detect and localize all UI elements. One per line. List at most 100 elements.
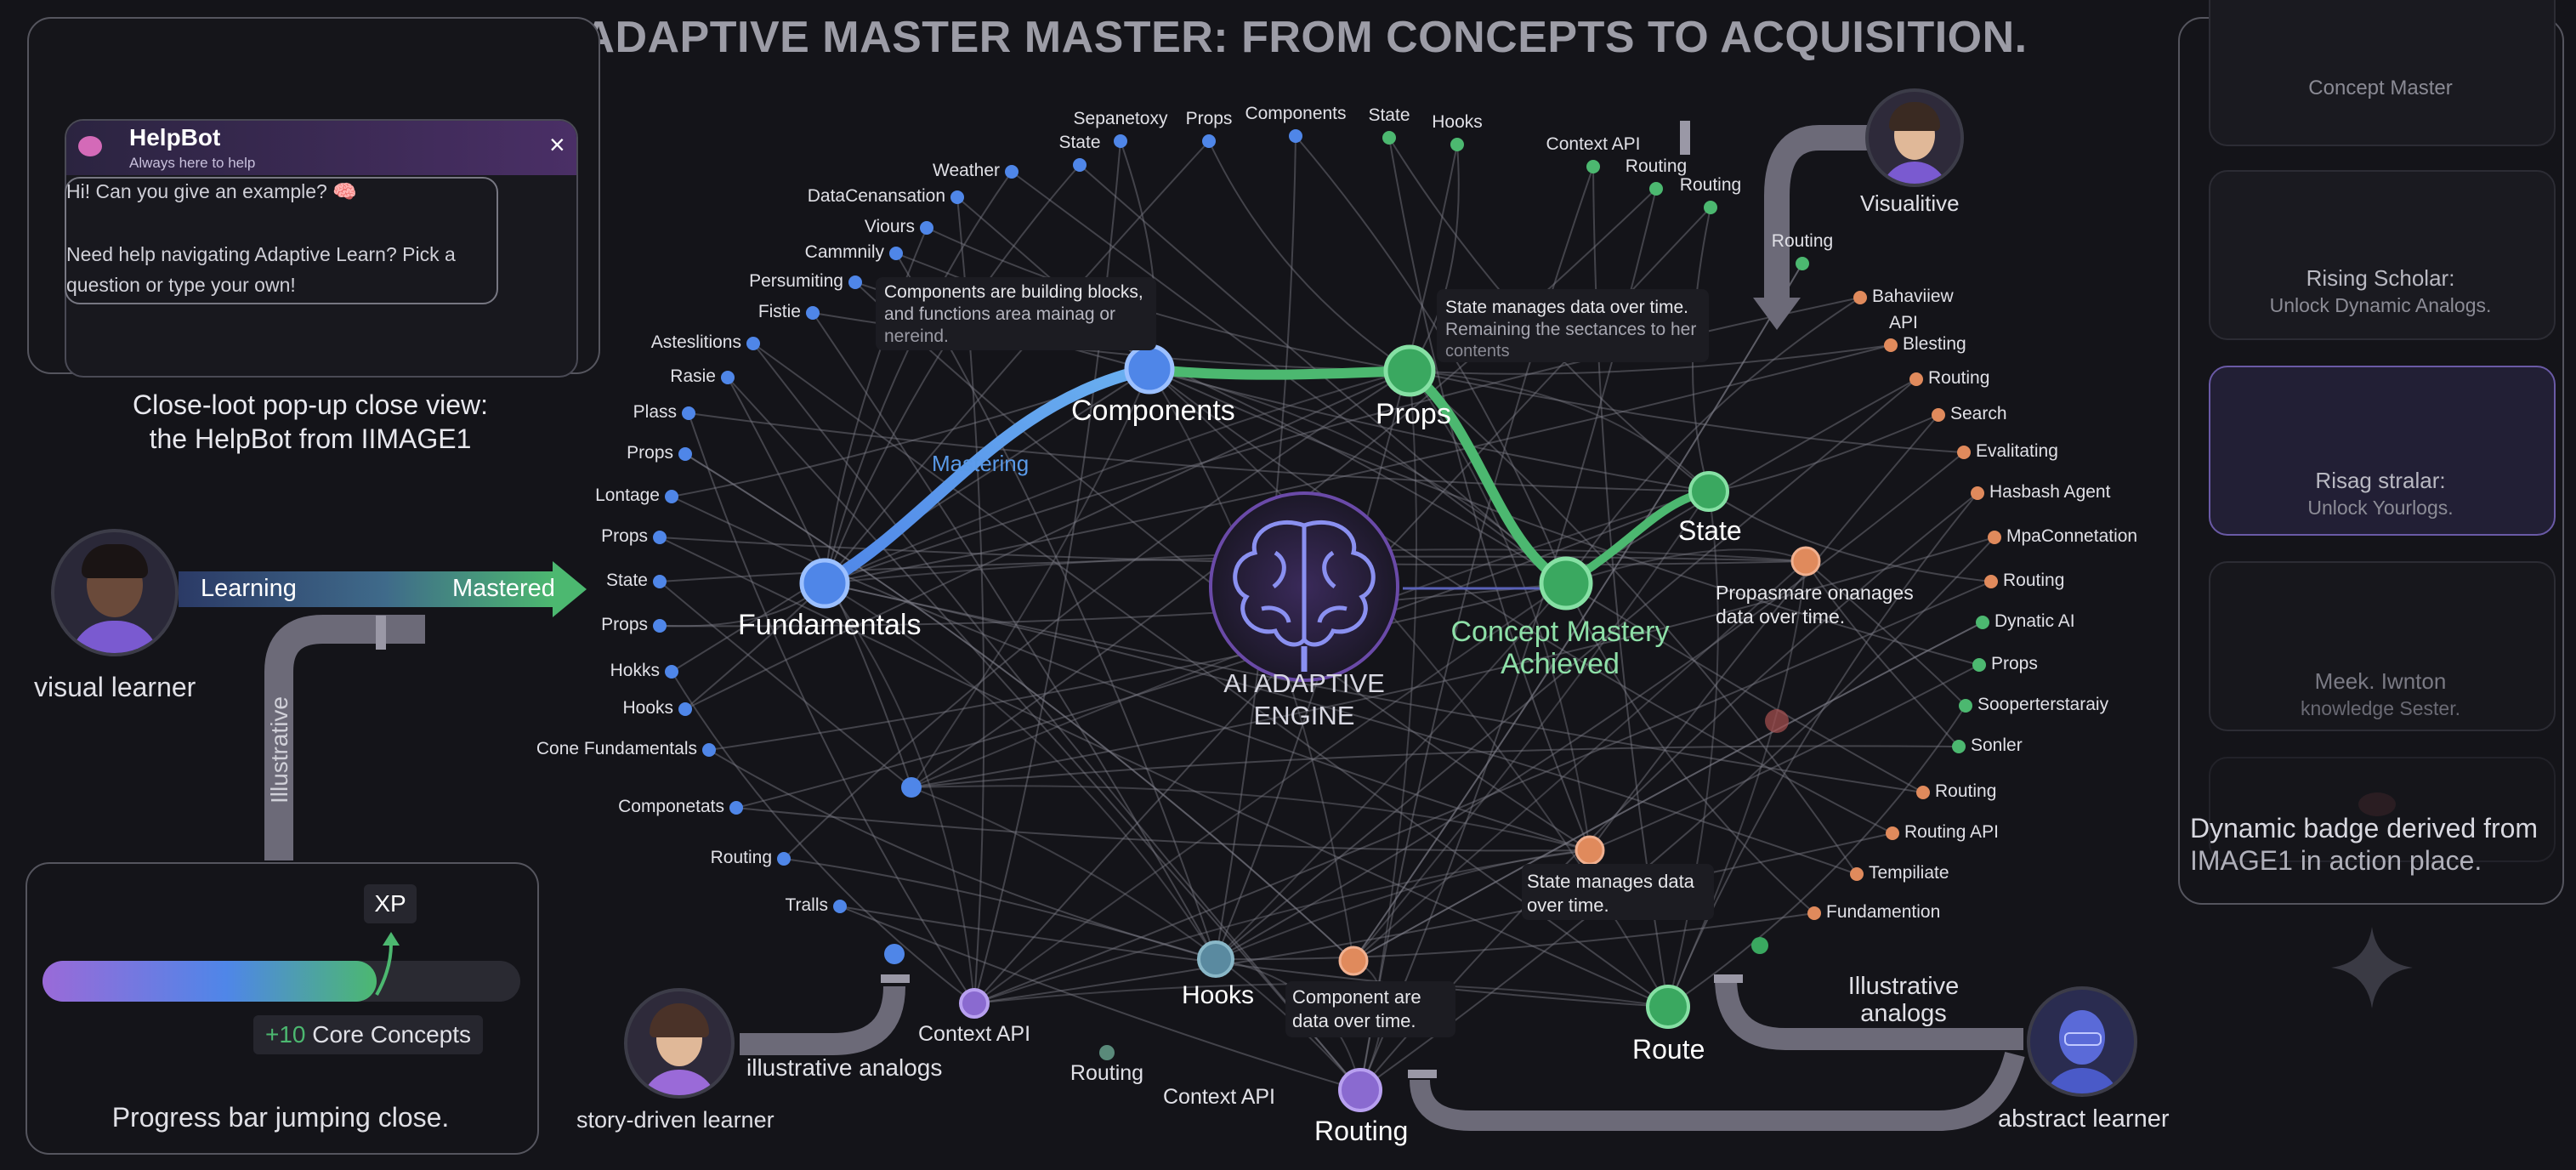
routing-node[interactable] — [1338, 1068, 1382, 1112]
right-node-label: Routing — [1928, 368, 1990, 388]
hooks-tooltip — [1285, 981, 1455, 1037]
helpbot-name: HelpBot — [129, 124, 221, 151]
peripheral-node[interactable] — [1976, 616, 1989, 629]
network-edge — [973, 832, 1893, 1004]
network-edge — [824, 582, 1858, 875]
small-blue-node[interactable] — [884, 944, 905, 964]
visual-learner-label: visual learner — [34, 672, 196, 702]
badge-card2-title: Rising Scholar: — [2306, 265, 2455, 291]
route-node[interactable] — [1646, 985, 1690, 1029]
peripheral-node[interactable] — [920, 221, 933, 235]
left-node-label: State — [605, 571, 648, 590]
peripheral-node[interactable] — [746, 337, 760, 350]
component-node[interactable] — [1338, 946, 1369, 976]
peripheral-node[interactable] — [1114, 134, 1127, 148]
peripheral-node[interactable] — [889, 247, 903, 260]
peripheral-node[interactable] — [1959, 699, 1972, 713]
context-api-node[interactable] — [959, 988, 990, 1019]
left-node-label: Viours — [864, 217, 915, 236]
peripheral-node[interactable] — [678, 447, 692, 461]
peripheral-node[interactable] — [1289, 129, 1302, 143]
peripheral-node[interactable] — [833, 900, 847, 913]
peripheral-node[interactable] — [1909, 372, 1923, 386]
peripheral-node[interactable] — [777, 852, 791, 866]
peripheral-node[interactable] — [721, 371, 735, 384]
peripheral-node[interactable] — [729, 801, 743, 815]
orange-node[interactable] — [1790, 546, 1821, 576]
abstract-path-label-line1: Illustrative — [1847, 973, 1960, 1000]
right-node-label: Routing — [1935, 781, 1997, 801]
peripheral-node[interactable] — [682, 406, 695, 420]
peripheral-node[interactable] — [1952, 740, 1966, 753]
helpbot-window[interactable] — [65, 119, 578, 378]
left-node-label: Fistie — [757, 302, 801, 321]
small-red-node[interactable] — [1765, 709, 1789, 733]
right-node-label: Props — [1991, 654, 2038, 673]
orange-node[interactable] — [1575, 835, 1605, 866]
network-edge — [1353, 560, 1807, 962]
peripheral-node[interactable] — [1807, 906, 1821, 920]
badge-card4-sub: knowledge Sester. — [2301, 697, 2460, 719]
peripheral-node[interactable] — [1957, 446, 1971, 459]
peripheral-node[interactable] — [1202, 134, 1216, 148]
peripheral-node[interactable] — [806, 306, 820, 320]
peripheral-node[interactable] — [702, 743, 716, 757]
peripheral-node[interactable] — [950, 190, 964, 204]
peripheral-node[interactable] — [1972, 658, 1986, 672]
props-node[interactable] — [1383, 344, 1436, 397]
network-edge — [854, 281, 1591, 851]
peripheral-node[interactable] — [1886, 826, 1899, 840]
gain-value: +10 — [264, 1021, 306, 1048]
network-edge — [735, 807, 1591, 852]
small-green-node[interactable] — [1751, 937, 1768, 954]
network-edge — [1149, 368, 1893, 834]
helpbot-header — [66, 121, 576, 175]
peripheral-node[interactable] — [1586, 160, 1600, 173]
network-edge — [1409, 370, 1710, 492]
peripheral-node[interactable] — [1382, 131, 1396, 145]
peripheral-node[interactable] — [1796, 257, 1809, 270]
story-learner-avatar — [624, 988, 735, 1099]
peripheral-node[interactable] — [665, 490, 678, 503]
badge-card-faded[interactable] — [2209, 757, 2556, 862]
peripheral-node[interactable] — [1984, 575, 1998, 588]
peripheral-node[interactable] — [653, 575, 667, 588]
peripheral-node[interactable] — [1850, 867, 1864, 881]
badge-card-risag-stralar[interactable] — [2209, 366, 2556, 536]
mastery-node[interactable] — [1539, 556, 1593, 611]
badge-card-knowledge[interactable] — [2209, 561, 2556, 731]
helpbot-close-button[interactable]: × — [549, 129, 565, 160]
peripheral-node[interactable] — [1073, 158, 1087, 172]
right-node-label: Blesting — [1903, 334, 1966, 354]
fundamentals-node[interactable] — [799, 558, 850, 609]
small-gray-node[interactable] — [1099, 1045, 1115, 1060]
peripheral-node[interactable] — [1971, 486, 1984, 500]
peripheral-node[interactable] — [1932, 408, 1945, 422]
peripheral-node[interactable] — [1916, 786, 1930, 799]
peripheral-node[interactable] — [1450, 138, 1464, 151]
peripheral-node[interactable] — [1704, 201, 1717, 214]
network-edge — [1353, 491, 1710, 962]
hooks-node[interactable] — [1197, 940, 1234, 978]
small-blue-node[interactable] — [901, 777, 922, 798]
badge-card-rising-scholar[interactable] — [2209, 170, 2556, 340]
components-tip-line1: Components are building blocks, — [884, 282, 1143, 302]
peripheral-node[interactable] — [1884, 338, 1898, 352]
peripheral-node[interactable] — [653, 531, 667, 544]
peripheral-node[interactable] — [653, 619, 667, 633]
badge-card-concept-master[interactable] — [2209, 0, 2556, 146]
components-node[interactable] — [1124, 344, 1175, 395]
peripheral-node[interactable] — [1005, 165, 1018, 179]
peripheral-node[interactable] — [678, 702, 692, 716]
helpbot-message-line3: question or type your own! — [66, 274, 296, 296]
peripheral-node[interactable] — [1988, 531, 2001, 544]
top-node-label: Hooks — [1432, 112, 1483, 132]
peripheral-node[interactable] — [1853, 291, 1867, 304]
peripheral-node[interactable] — [848, 275, 862, 289]
badge-card3-title: Risag stralar: — [2315, 468, 2446, 493]
network-edge — [1565, 297, 1861, 584]
network-edge — [688, 412, 1710, 492]
peripheral-node[interactable] — [665, 665, 678, 679]
state-node[interactable] — [1688, 471, 1729, 512]
peripheral-node[interactable] — [1649, 182, 1663, 196]
